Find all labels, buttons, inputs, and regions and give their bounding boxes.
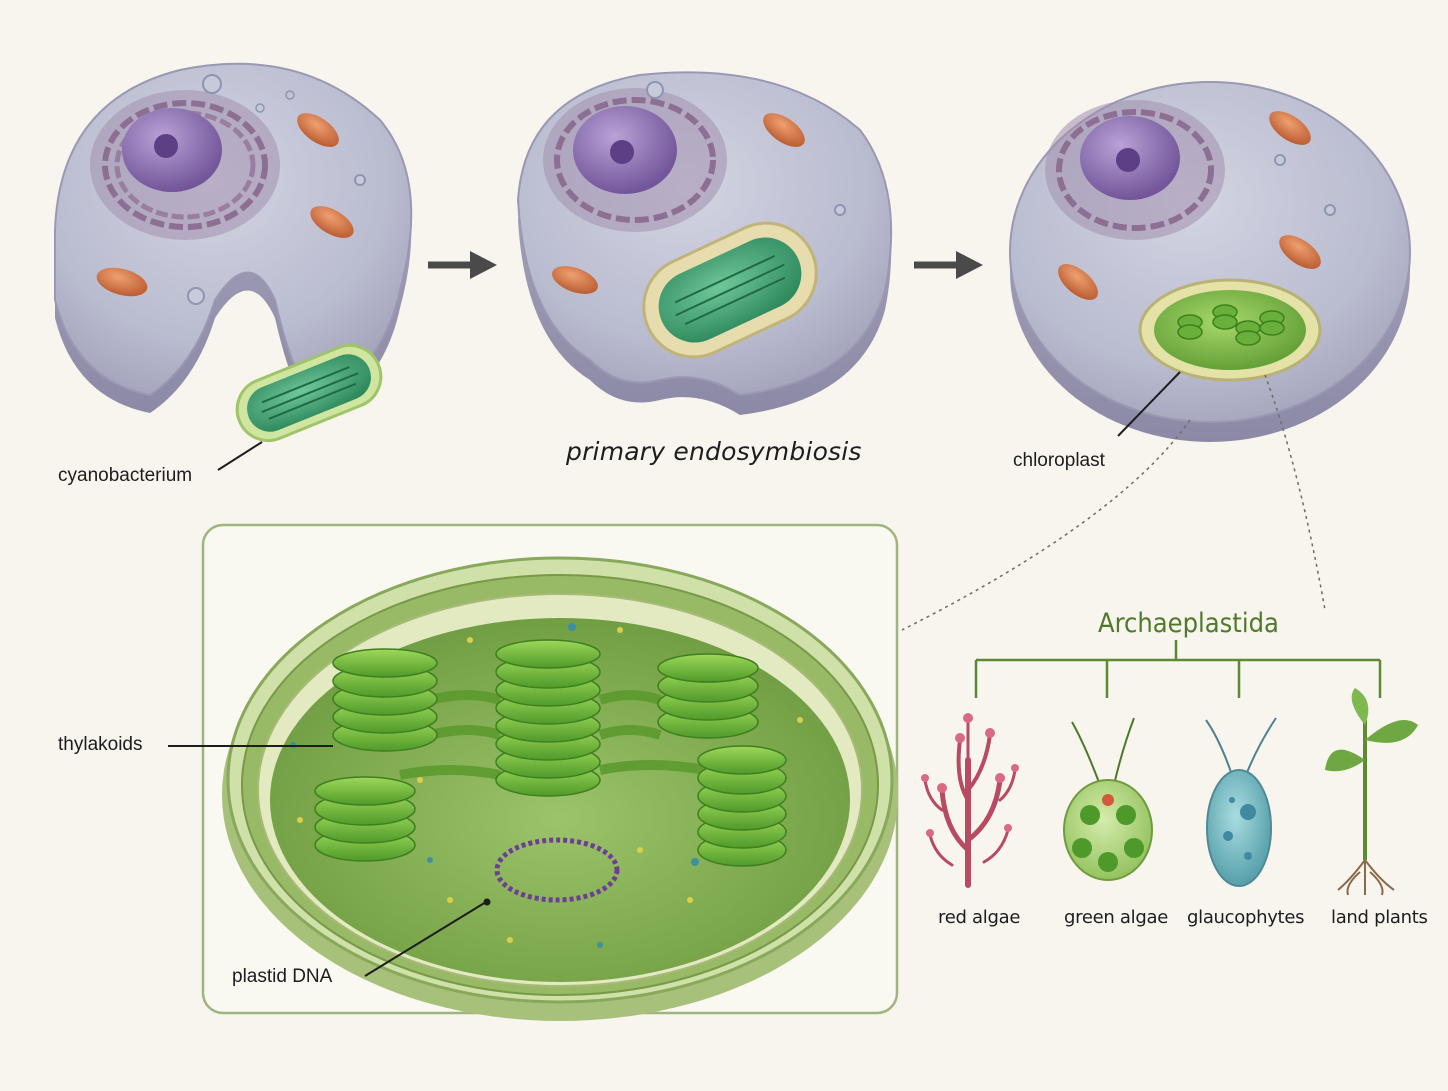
tree-leaf-green-algae: green algae xyxy=(1064,907,1168,928)
mitochondrion xyxy=(310,206,354,238)
tree-leaf-glaucophytes: glaucophytes xyxy=(1187,907,1305,928)
mitochondrion xyxy=(1269,111,1311,145)
plastid-dna-ring xyxy=(494,837,620,903)
granum-stack xyxy=(657,653,759,739)
tree-title: Archaeplastida xyxy=(1098,608,1279,639)
arrow-right-icon xyxy=(428,251,497,279)
granum-stack xyxy=(495,639,601,797)
label-primary-endosymbiosis: primary endosymbiosis xyxy=(566,437,862,466)
engulfing-vesicle xyxy=(642,221,818,359)
phylogeny-tree xyxy=(974,640,1382,698)
mitochondrion xyxy=(1279,235,1321,269)
arrow-right-icon xyxy=(914,251,983,279)
chloroplast-small xyxy=(1138,278,1322,382)
granum-stack xyxy=(332,648,438,752)
granum-stack xyxy=(697,745,787,867)
cyanobacterium-cell xyxy=(235,344,383,442)
mitochondrion xyxy=(96,267,148,297)
zoom-line xyxy=(901,419,1191,631)
nucleus-with-er-3 xyxy=(1045,100,1225,240)
label-thylakoids: thylakoids xyxy=(58,734,143,755)
red-algae-icon xyxy=(923,718,1017,888)
nucleus-with-er-2 xyxy=(543,88,727,232)
chloroplast-large xyxy=(222,556,898,1021)
label-cyanobacterium: cyanobacterium xyxy=(58,465,193,486)
mitochondrion xyxy=(552,266,598,294)
glaucophyte-icon xyxy=(1205,717,1277,887)
mitochondrion xyxy=(763,113,805,147)
leader-line-plastid-dna xyxy=(364,901,487,977)
leader-line-cyanobacterium xyxy=(217,441,263,471)
granum-stack xyxy=(314,776,416,862)
label-chloroplast: chloroplast xyxy=(1013,450,1105,471)
leader-line-chloroplast xyxy=(1117,371,1181,437)
host-cell-3 xyxy=(1009,81,1411,442)
green-algae-icon xyxy=(1063,717,1153,881)
mitochondrion xyxy=(1058,264,1098,300)
host-cell-1 xyxy=(54,62,413,415)
nucleus-with-er-1 xyxy=(90,90,280,240)
mitochondrion xyxy=(297,113,339,147)
tree-leaf-land-plants: land plants xyxy=(1331,907,1428,928)
label-plastid-dna: plastid DNA xyxy=(232,966,333,987)
land-plant-icon xyxy=(1325,688,1418,896)
host-cell-2 xyxy=(516,71,893,416)
tree-leaf-red-algae: red algae xyxy=(938,907,1021,928)
